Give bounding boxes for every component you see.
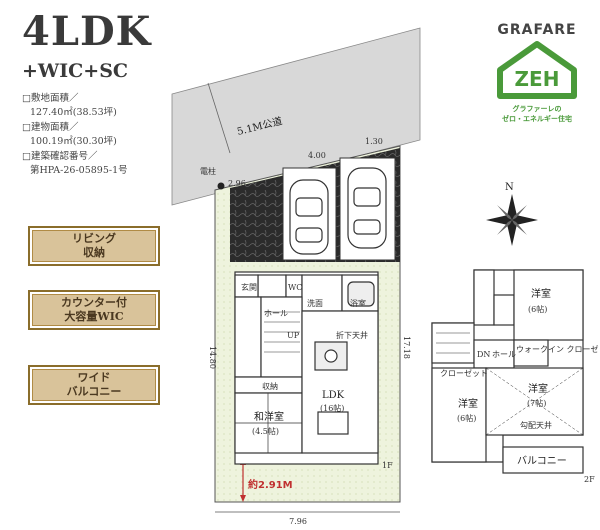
pole-label: 電柱 <box>200 166 216 176</box>
feature-wic: カウンター付 大容量WIC <box>28 290 160 330</box>
floor1-label: 1F <box>382 461 393 470</box>
building-area-value: 100.19㎡(30.30坪) <box>30 136 117 147</box>
room-nw-name: 洋室 <box>531 287 551 300</box>
compass-n: N <box>505 182 514 193</box>
feature-living-storage: リビング 収納 <box>28 226 160 266</box>
ldk-name: LDK <box>322 390 345 401</box>
zeh-mark: ZEH <box>515 67 560 91</box>
room-sw-size: (6帖) <box>457 413 476 423</box>
wc-label: WC <box>288 283 302 292</box>
up-label: UP <box>287 331 300 340</box>
dim-right: 17.18 <box>402 336 411 359</box>
hall-label: ホール <box>264 309 288 318</box>
zeh-caption1: グラファーレの <box>512 105 562 113</box>
compass-icon <box>486 194 538 246</box>
feature-line1: リビング <box>72 231 116 245</box>
feature-line1: ワイド <box>77 370 111 384</box>
dim-pole: 2.96 <box>228 179 246 188</box>
car-icon <box>289 179 329 255</box>
public-road <box>171 27 421 206</box>
wic-label: ウォークイン クローゼット <box>516 344 600 354</box>
feature-balcony: ワイド バルコニー <box>28 365 160 405</box>
ldk-size: (16帖) <box>320 403 344 413</box>
site-area-label: □敷地面積／ <box>22 93 79 104</box>
wash-label: 洗面 <box>307 298 323 308</box>
dim-left: 14.80 <box>208 346 217 369</box>
permit-value: 第HPA-26-05895-1号 <box>30 165 128 176</box>
room-mid-name: 洋室 <box>528 382 548 395</box>
dn-label: DN <box>477 350 490 359</box>
zeh-badge: GRAFARE ZEH グラファーレの ゼロ・エネルギー住宅 <box>482 22 592 132</box>
feature-line2: 大容量WIC <box>64 310 124 323</box>
room-mid-size: (7帖) <box>527 398 546 408</box>
balcony-label: バルコニー <box>517 455 567 467</box>
entrance-label: 玄関 <box>241 282 257 292</box>
dim-bottom: 7.96 <box>289 517 307 526</box>
plan-subtitle: +WIC+SC <box>22 60 129 82</box>
bath-label: 浴室 <box>350 298 366 308</box>
zeh-brand: GRAFARE <box>497 22 577 38</box>
slope-label: 勾配天井 <box>520 420 552 430</box>
floor2-label: 2F <box>584 475 595 484</box>
japanese-room-name: 和洋室 <box>254 410 284 423</box>
utility-pole-icon <box>217 182 225 190</box>
dim-side: 1.30 <box>365 137 383 146</box>
storage-label: 収納 <box>262 381 278 391</box>
zeh-house-icon: ZEH <box>497 41 577 99</box>
first-floor-plan <box>234 271 379 465</box>
yard-dimension: 約2.91M <box>248 478 293 491</box>
room-nw-size: (6帖) <box>528 304 547 314</box>
room-sw-name: 洋室 <box>458 397 478 410</box>
building-area-label: □建物面積／ <box>22 122 79 133</box>
hall2-label: ホール <box>492 350 516 359</box>
closet-label: クローゼット <box>440 368 488 378</box>
feature-line2: バルコニー <box>66 385 122 398</box>
feature-line2: 収納 <box>83 246 105 259</box>
ceiling-label: 折下天井 <box>336 330 368 340</box>
dim-parking: 4.00 <box>308 151 326 160</box>
zeh-caption2: ゼロ・エネルギー住宅 <box>502 115 572 123</box>
second-floor-plan <box>431 269 584 474</box>
plan-title: 4LDK <box>22 8 152 55</box>
japanese-room-size: (4.5帖) <box>252 426 279 436</box>
permit-label: □建築確認番号／ <box>22 151 98 162</box>
site-area-value: 127.40㎡(38.53坪) <box>30 107 117 118</box>
car-icon <box>347 167 387 249</box>
feature-line1: カウンター付 <box>61 295 127 309</box>
